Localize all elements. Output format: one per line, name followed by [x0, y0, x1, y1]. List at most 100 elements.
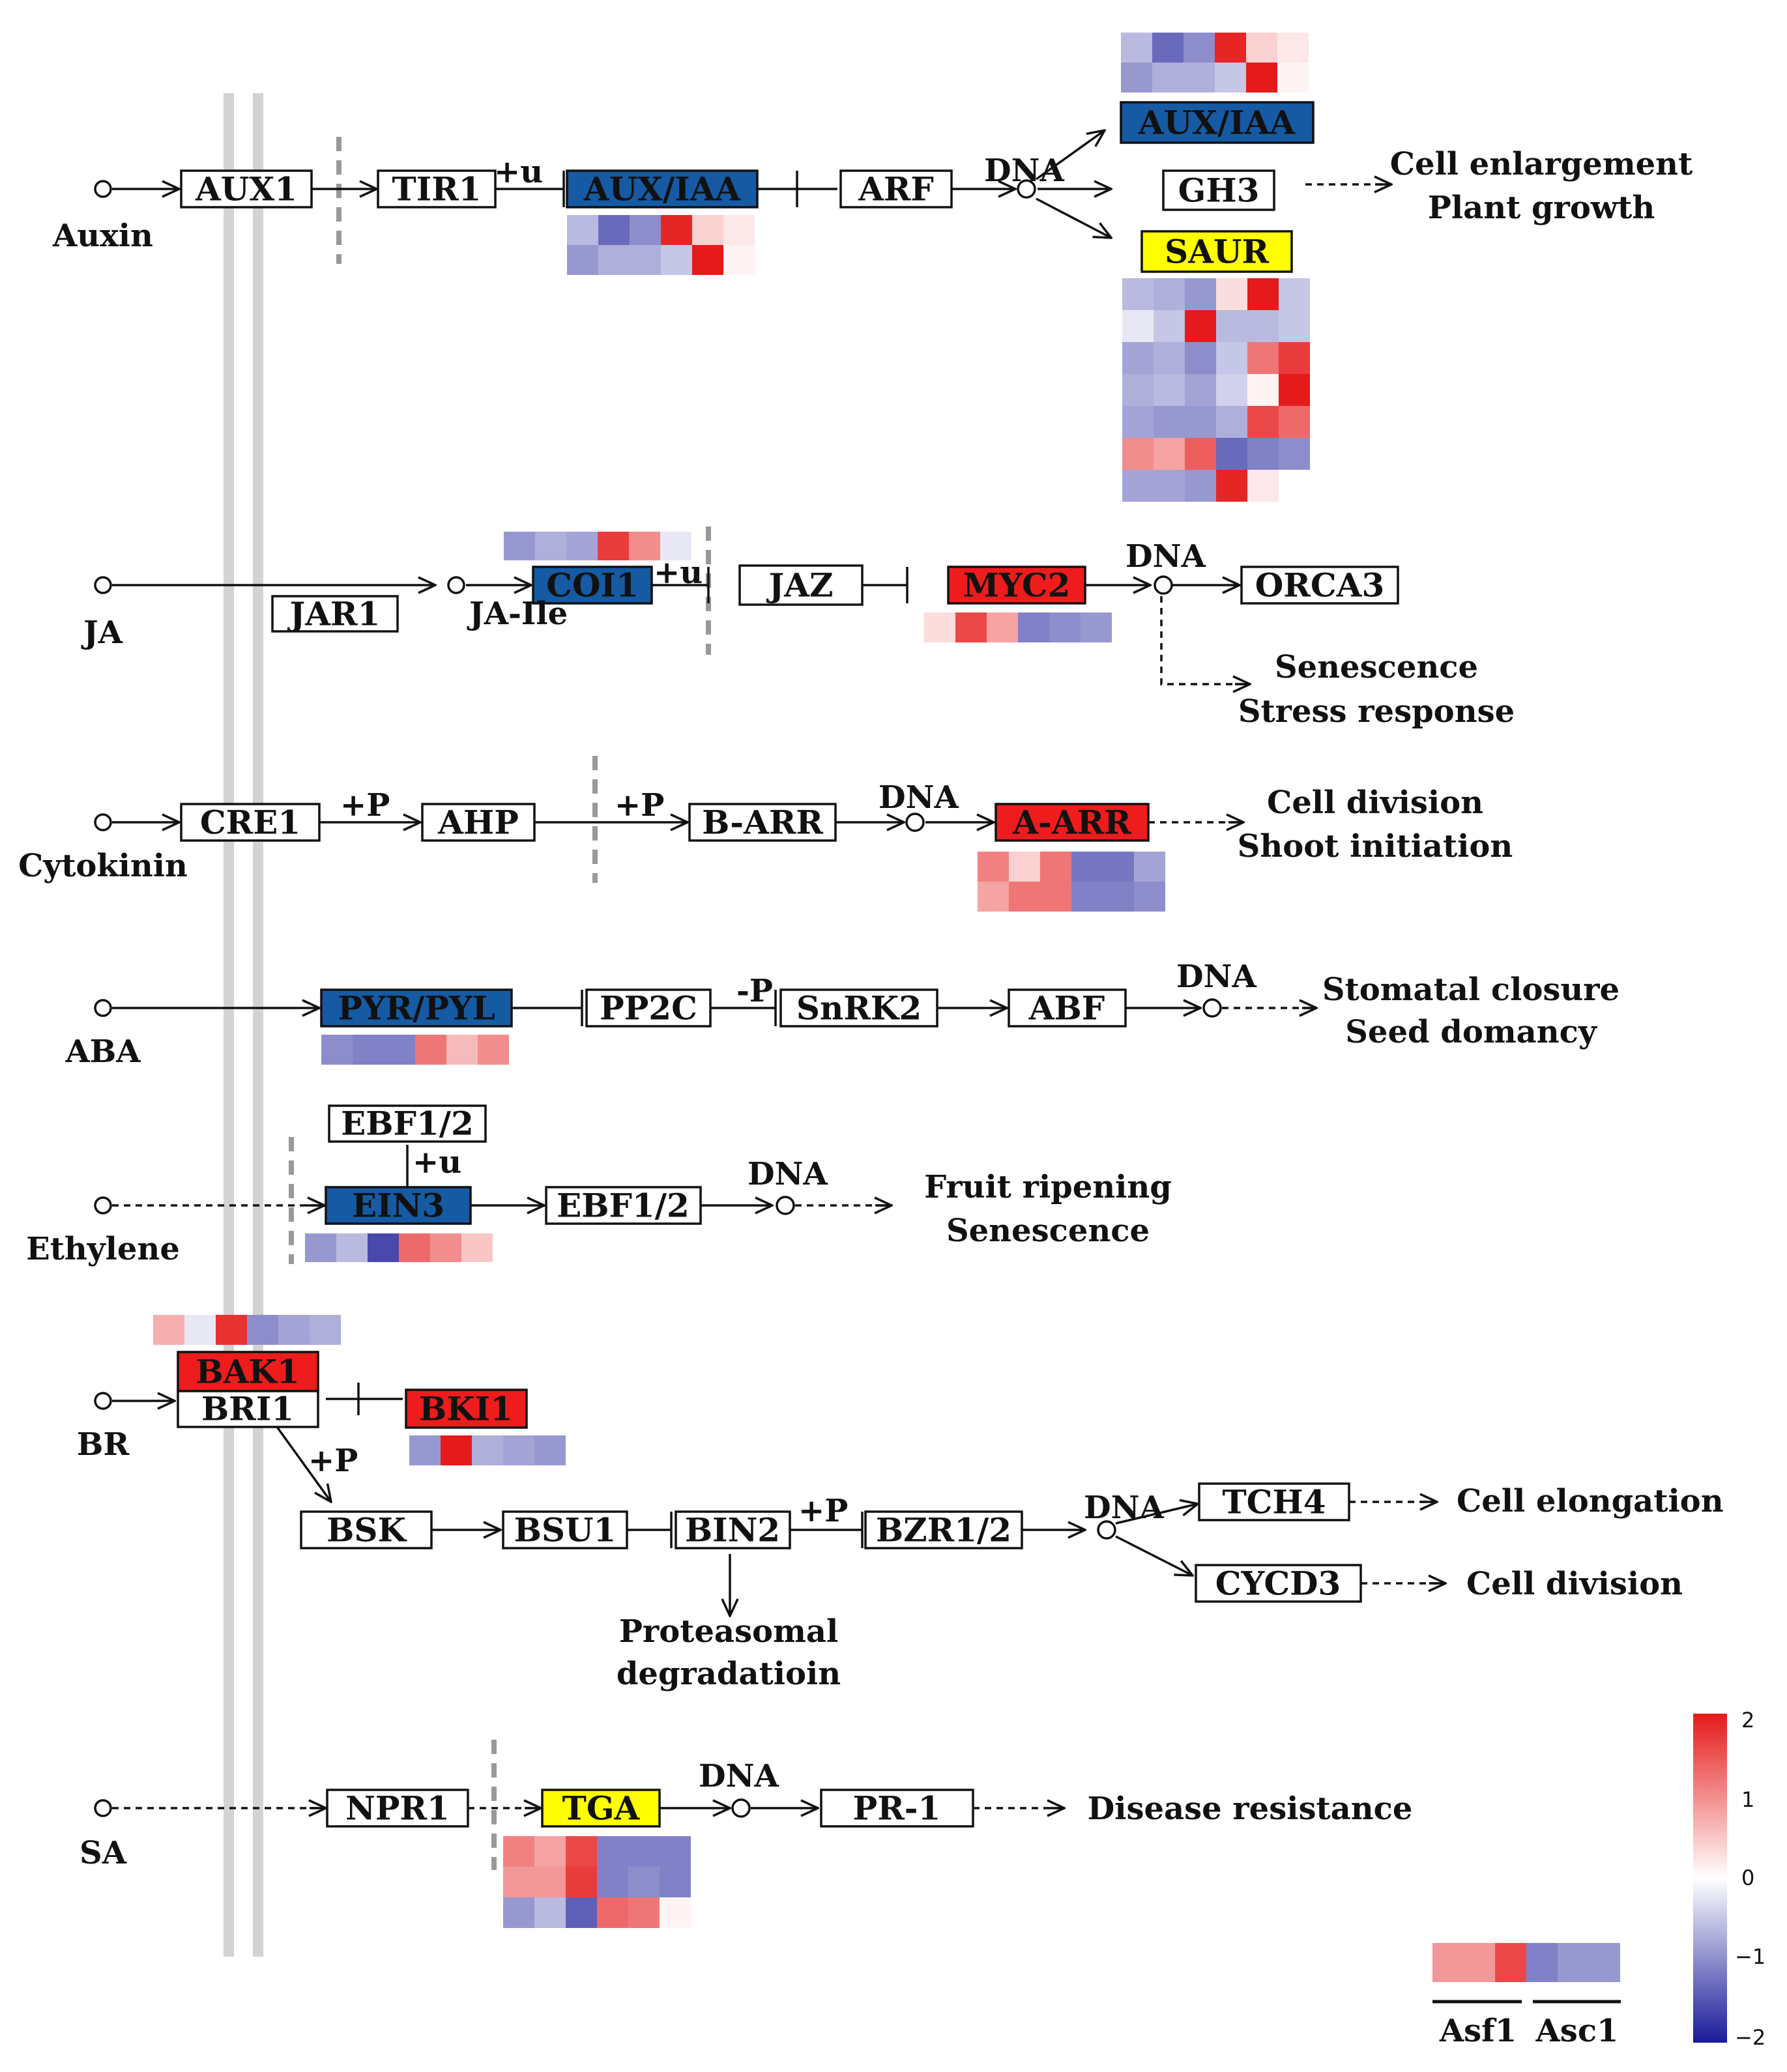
svg-text:−2: −2	[1735, 2025, 1765, 2050]
color-scale: 2 1 0 −1 −2	[1693, 1708, 1765, 2050]
svg-text:Seed domancy: Seed domancy	[1345, 1014, 1598, 1050]
svg-text:JAR1: JAR1	[287, 595, 381, 633]
svg-text:GH3: GH3	[1178, 171, 1260, 210]
heatmap-cell-aux-iaa-top	[1152, 33, 1184, 63]
heatmap-cell-saur	[1279, 374, 1310, 406]
heatmap-cell-legend-example	[1495, 1943, 1526, 1982]
legend-group-asf1: Asf1	[1439, 2013, 1517, 2049]
node-bsu1: BSU1	[502, 1510, 628, 1549]
svg-text:Ethylene: Ethylene	[26, 1231, 180, 1267]
heatmap-cell-saur	[1185, 278, 1216, 310]
heatmap-cell-ein3	[305, 1233, 336, 1262]
svg-text:0: 0	[1741, 1865, 1754, 1890]
svg-text:+P: +P	[615, 787, 664, 824]
svg-text:1: 1	[1741, 1787, 1754, 1812]
svg-text:JA-Ile: JA-Ile	[467, 596, 568, 632]
heatmap-cell-aux-iaa-top	[1152, 63, 1184, 93]
heatmap-cell-tga	[660, 1836, 691, 1867]
svg-text:TCH4: TCH4	[1222, 1483, 1326, 1521]
heatmap-cell-saur	[1279, 342, 1310, 374]
heatmap-cell-tga	[660, 1867, 691, 1897]
heatmap-cell-saur	[1122, 374, 1154, 406]
svg-text:ARF: ARF	[858, 170, 934, 209]
heatmap-cell-coi1	[598, 532, 629, 560]
heatmap-cell-saur	[1247, 278, 1279, 310]
heatmap-cell-legend-example	[1526, 1943, 1558, 1982]
heatmap-cell-saur	[1216, 438, 1247, 470]
heatmap-cell-pyr-pyl	[384, 1035, 415, 1065]
heatmap-cell-saur	[1216, 374, 1247, 406]
heatmap-cell-myc2	[1049, 612, 1081, 642]
node-cycd3: CYCD3	[1195, 1564, 1362, 1603]
heatmap-cell-aux-iaa-left	[692, 215, 723, 245]
edge-labels: +u DNA JA-Ile +u DNA +P +P DNA -P DNA +u…	[308, 152, 1257, 1794]
svg-text:DNA: DNA	[879, 779, 959, 816]
heatmap-cell-bki1	[409, 1435, 441, 1465]
heatmap-cell-saur	[1279, 278, 1310, 310]
svg-text:Cytokinin: Cytokinin	[18, 848, 188, 884]
svg-text:DNA: DNA	[748, 1156, 828, 1192]
heatmap-cell-ein3	[399, 1233, 430, 1262]
legend-group-asc1: Asc1	[1535, 2013, 1619, 2049]
heatmap-cell-saur	[1154, 278, 1185, 310]
svg-text:Cell division: Cell division	[1267, 784, 1483, 821]
heatmap-cell-saur	[1122, 278, 1154, 310]
heatmap-cell-a-arr	[978, 882, 1009, 912]
svg-text:-P: -P	[736, 973, 773, 1009]
heatmap-cell-saur	[1279, 406, 1310, 438]
heatmap-cell-aux-iaa-left	[567, 215, 598, 245]
svg-text:MYC2: MYC2	[963, 566, 1071, 605]
node-arf: ARF	[839, 169, 953, 209]
heatmap-cell-pyr-pyl	[478, 1035, 509, 1065]
svg-text:Stomatal closure: Stomatal closure	[1322, 971, 1620, 1008]
heatmap-cell-pyr-pyl	[353, 1035, 384, 1065]
svg-text:BSK: BSK	[327, 1511, 407, 1549]
svg-text:JA: JA	[81, 614, 123, 651]
heatmap-cell-saur	[1247, 374, 1279, 406]
heatmap-cell-aux-iaa-top	[1246, 33, 1277, 63]
heatmap-cell-tga	[597, 1867, 628, 1897]
heatmap-cell-saur	[1185, 438, 1216, 470]
heatmap-cell-saur	[1185, 374, 1216, 406]
heatmap-cell-bak1	[216, 1315, 247, 1345]
svg-text:Senescence: Senescence	[1275, 649, 1478, 685]
signal-labels: Auxin JA Cytokinin ABA Ethylene BR SA	[18, 218, 188, 1871]
svg-text:SnRK2: SnRK2	[796, 989, 922, 1028]
svg-text:BRI1: BRI1	[201, 1390, 294, 1428]
svg-text:+u: +u	[654, 554, 703, 591]
svg-text:+P: +P	[798, 1493, 848, 1529]
svg-text:+u: +u	[413, 1144, 461, 1181]
heatmap-cell-tga	[628, 1897, 660, 1928]
heatmap-cell-saur	[1247, 470, 1279, 502]
node-ein3: EIN3	[325, 1186, 472, 1225]
heatmap-cell-aux-iaa-top	[1121, 33, 1152, 63]
svg-text:Cell division: Cell division	[1466, 1566, 1683, 1602]
heatmap-cell-a-arr	[1134, 882, 1165, 912]
heatmap-cell-coi1	[629, 532, 660, 560]
heatmap-cell-a-arr	[1009, 882, 1040, 912]
heatmap-cell-tga	[534, 1897, 566, 1928]
heatmap-cell-tga	[628, 1836, 660, 1867]
svg-text:AUX/IAA: AUX/IAA	[1138, 104, 1296, 142]
heatmap-cell-aux-iaa-top	[1121, 63, 1152, 93]
heatmap-cell-bak1	[310, 1315, 341, 1345]
svg-text:AUX1: AUX1	[195, 170, 297, 209]
heatmap-cell-saur	[1122, 406, 1154, 438]
heatmap-cell-a-arr	[1040, 882, 1071, 912]
heatmap-cell-tga	[628, 1867, 660, 1897]
heatmap-cell-myc2	[1018, 612, 1049, 642]
node-tir1: TIR1	[377, 169, 497, 209]
node-pr1: PR-1	[820, 1789, 974, 1828]
heatmap-cell-legend-example	[1464, 1943, 1495, 1982]
heatmap-cell-tga	[503, 1836, 534, 1867]
svg-text:ORCA3: ORCA3	[1255, 566, 1385, 605]
node-aux-iaa-target: AUX/IAA	[1120, 101, 1315, 144]
pathway-edges	[112, 130, 1446, 1808]
heatmap-cell-myc2	[924, 612, 955, 642]
heatmap-cell-saur	[1216, 310, 1247, 342]
heatmap-cell-ein3	[368, 1233, 399, 1262]
svg-text:BAK1: BAK1	[196, 1353, 299, 1391]
heatmap-cell-aux-iaa-left	[723, 215, 755, 245]
heatmap-cell-aux-iaa-left	[630, 215, 661, 245]
svg-text:Fruit ripening: Fruit ripening	[924, 1169, 1172, 1205]
